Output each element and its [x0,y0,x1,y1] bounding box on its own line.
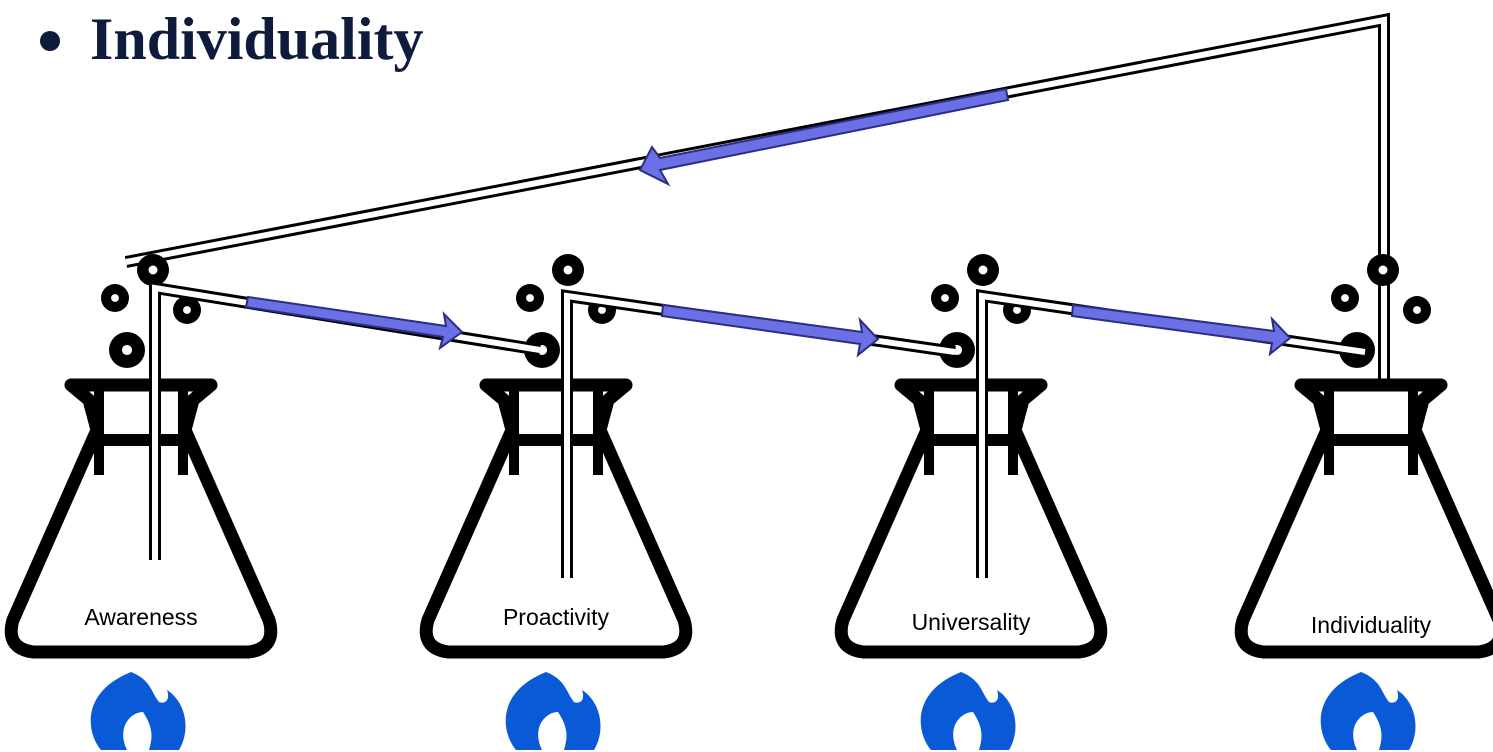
flask-label-proactivity: Proactivity [503,604,610,630]
return-arrow-icon [638,87,1010,187]
bullet-icon [40,31,60,52]
flame-icon [1320,672,1416,750]
flask-label-universality: Universality [912,609,1031,635]
flask-label-awareness: Awareness [84,604,197,630]
flask-icon-individuality [1234,254,1493,750]
forward-arrow-icon-1 [244,295,464,351]
heading-text: Individuality [90,6,424,72]
forward-arrow-icon-3 [1070,303,1292,357]
flask-label-individuality: Individuality [1311,612,1432,638]
flask-layer [4,254,1493,750]
flask-icon-proactivity [419,254,693,750]
forward-arrow-icon-2 [660,303,880,358]
flame-icon [90,672,186,750]
flame-icon [505,672,601,750]
flame-icon [920,672,1016,750]
return-tube [124,12,1390,560]
bullet-heading: Individuality [40,0,424,82]
flask-icon-universality [834,254,1108,750]
flask-icon-awareness [4,254,278,750]
